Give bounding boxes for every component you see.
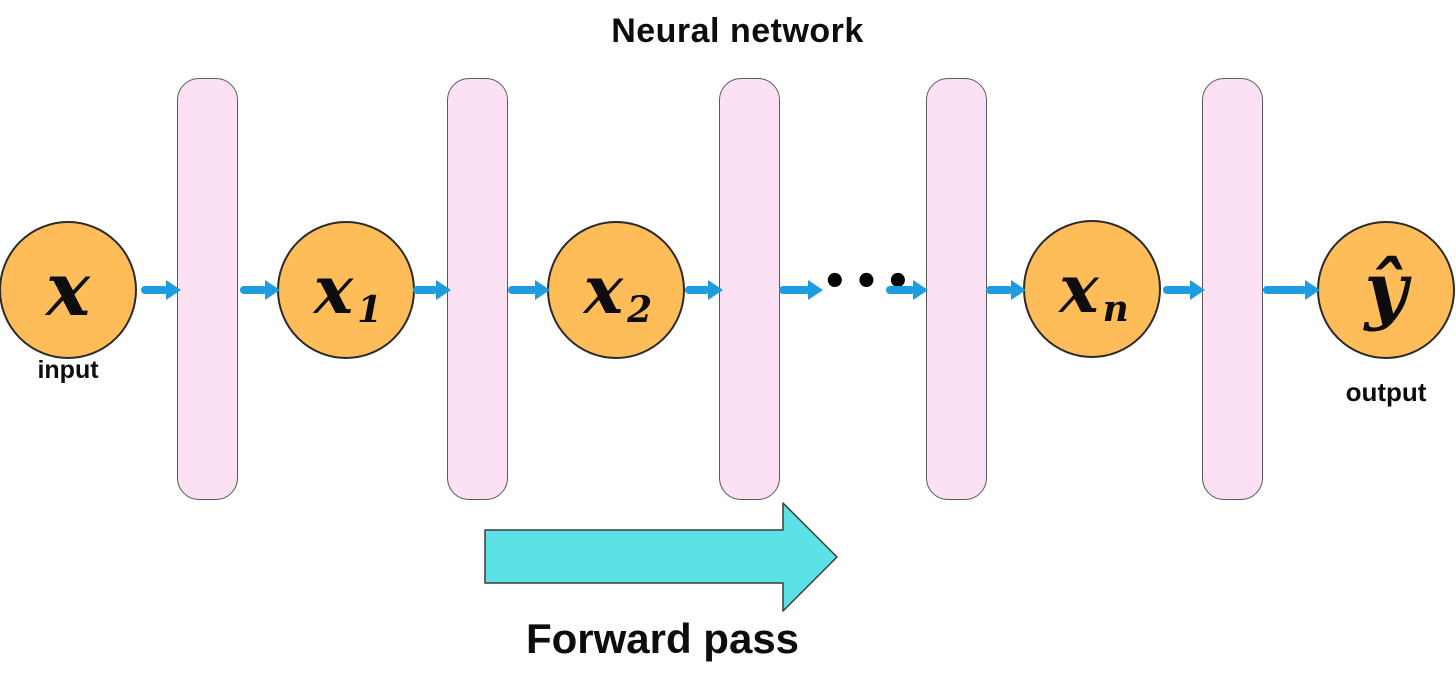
arrow-head-icon (913, 280, 928, 300)
flow-arrow-10 (1263, 276, 1320, 304)
node-xn-subscript: n (1102, 288, 1129, 330)
node-output-symbol: ŷ (1364, 247, 1408, 333)
flow-arrow-4 (508, 276, 550, 304)
flow-arrow-2 (240, 276, 280, 304)
flow-arrow-6 (779, 276, 823, 304)
ellipsis-dots: ••• (822, 259, 917, 305)
arrow-head-icon (535, 280, 550, 300)
arrow-head-icon (1011, 280, 1026, 300)
arrow-head-icon (808, 280, 823, 300)
node-input-symbol: x (45, 247, 91, 333)
layer-bar-5 (1202, 78, 1263, 500)
layer-bar-3 (719, 78, 780, 500)
arrow-head-icon (1305, 280, 1320, 300)
arrow-head-icon (166, 280, 181, 300)
diagram-title: Neural network (611, 12, 864, 50)
layer-bar-1 (177, 78, 238, 500)
flow-arrow-8 (986, 276, 1026, 304)
output-caption: output (1345, 377, 1427, 407)
flow-arrow-7 (886, 276, 928, 304)
node-input: x (0, 221, 137, 359)
flow-arrow-1 (141, 276, 181, 304)
node-xn-symbol: x (1059, 250, 1099, 328)
layer-bar-2 (447, 78, 508, 500)
arrow-head-icon (265, 280, 280, 300)
node-output: ŷ (1317, 221, 1455, 359)
forward-pass-arrow-icon (484, 502, 838, 612)
arrow-head-icon (708, 280, 723, 300)
node-x1-subscript: 1 (357, 289, 383, 331)
node-x2-subscript: 2 (627, 289, 653, 331)
input-caption: input (37, 356, 99, 384)
forward-pass-label: Forward pass (525, 615, 800, 662)
arrow-head-icon (436, 280, 451, 300)
arrow-head-icon (1190, 280, 1205, 300)
flow-arrow-9 (1163, 276, 1205, 304)
flow-arrow-5 (685, 276, 723, 304)
node-x2-symbol: x (583, 251, 624, 329)
flow-arrow-3 (413, 276, 451, 304)
node-x1-symbol: x (313, 251, 354, 329)
layer-bar-4 (926, 78, 987, 500)
